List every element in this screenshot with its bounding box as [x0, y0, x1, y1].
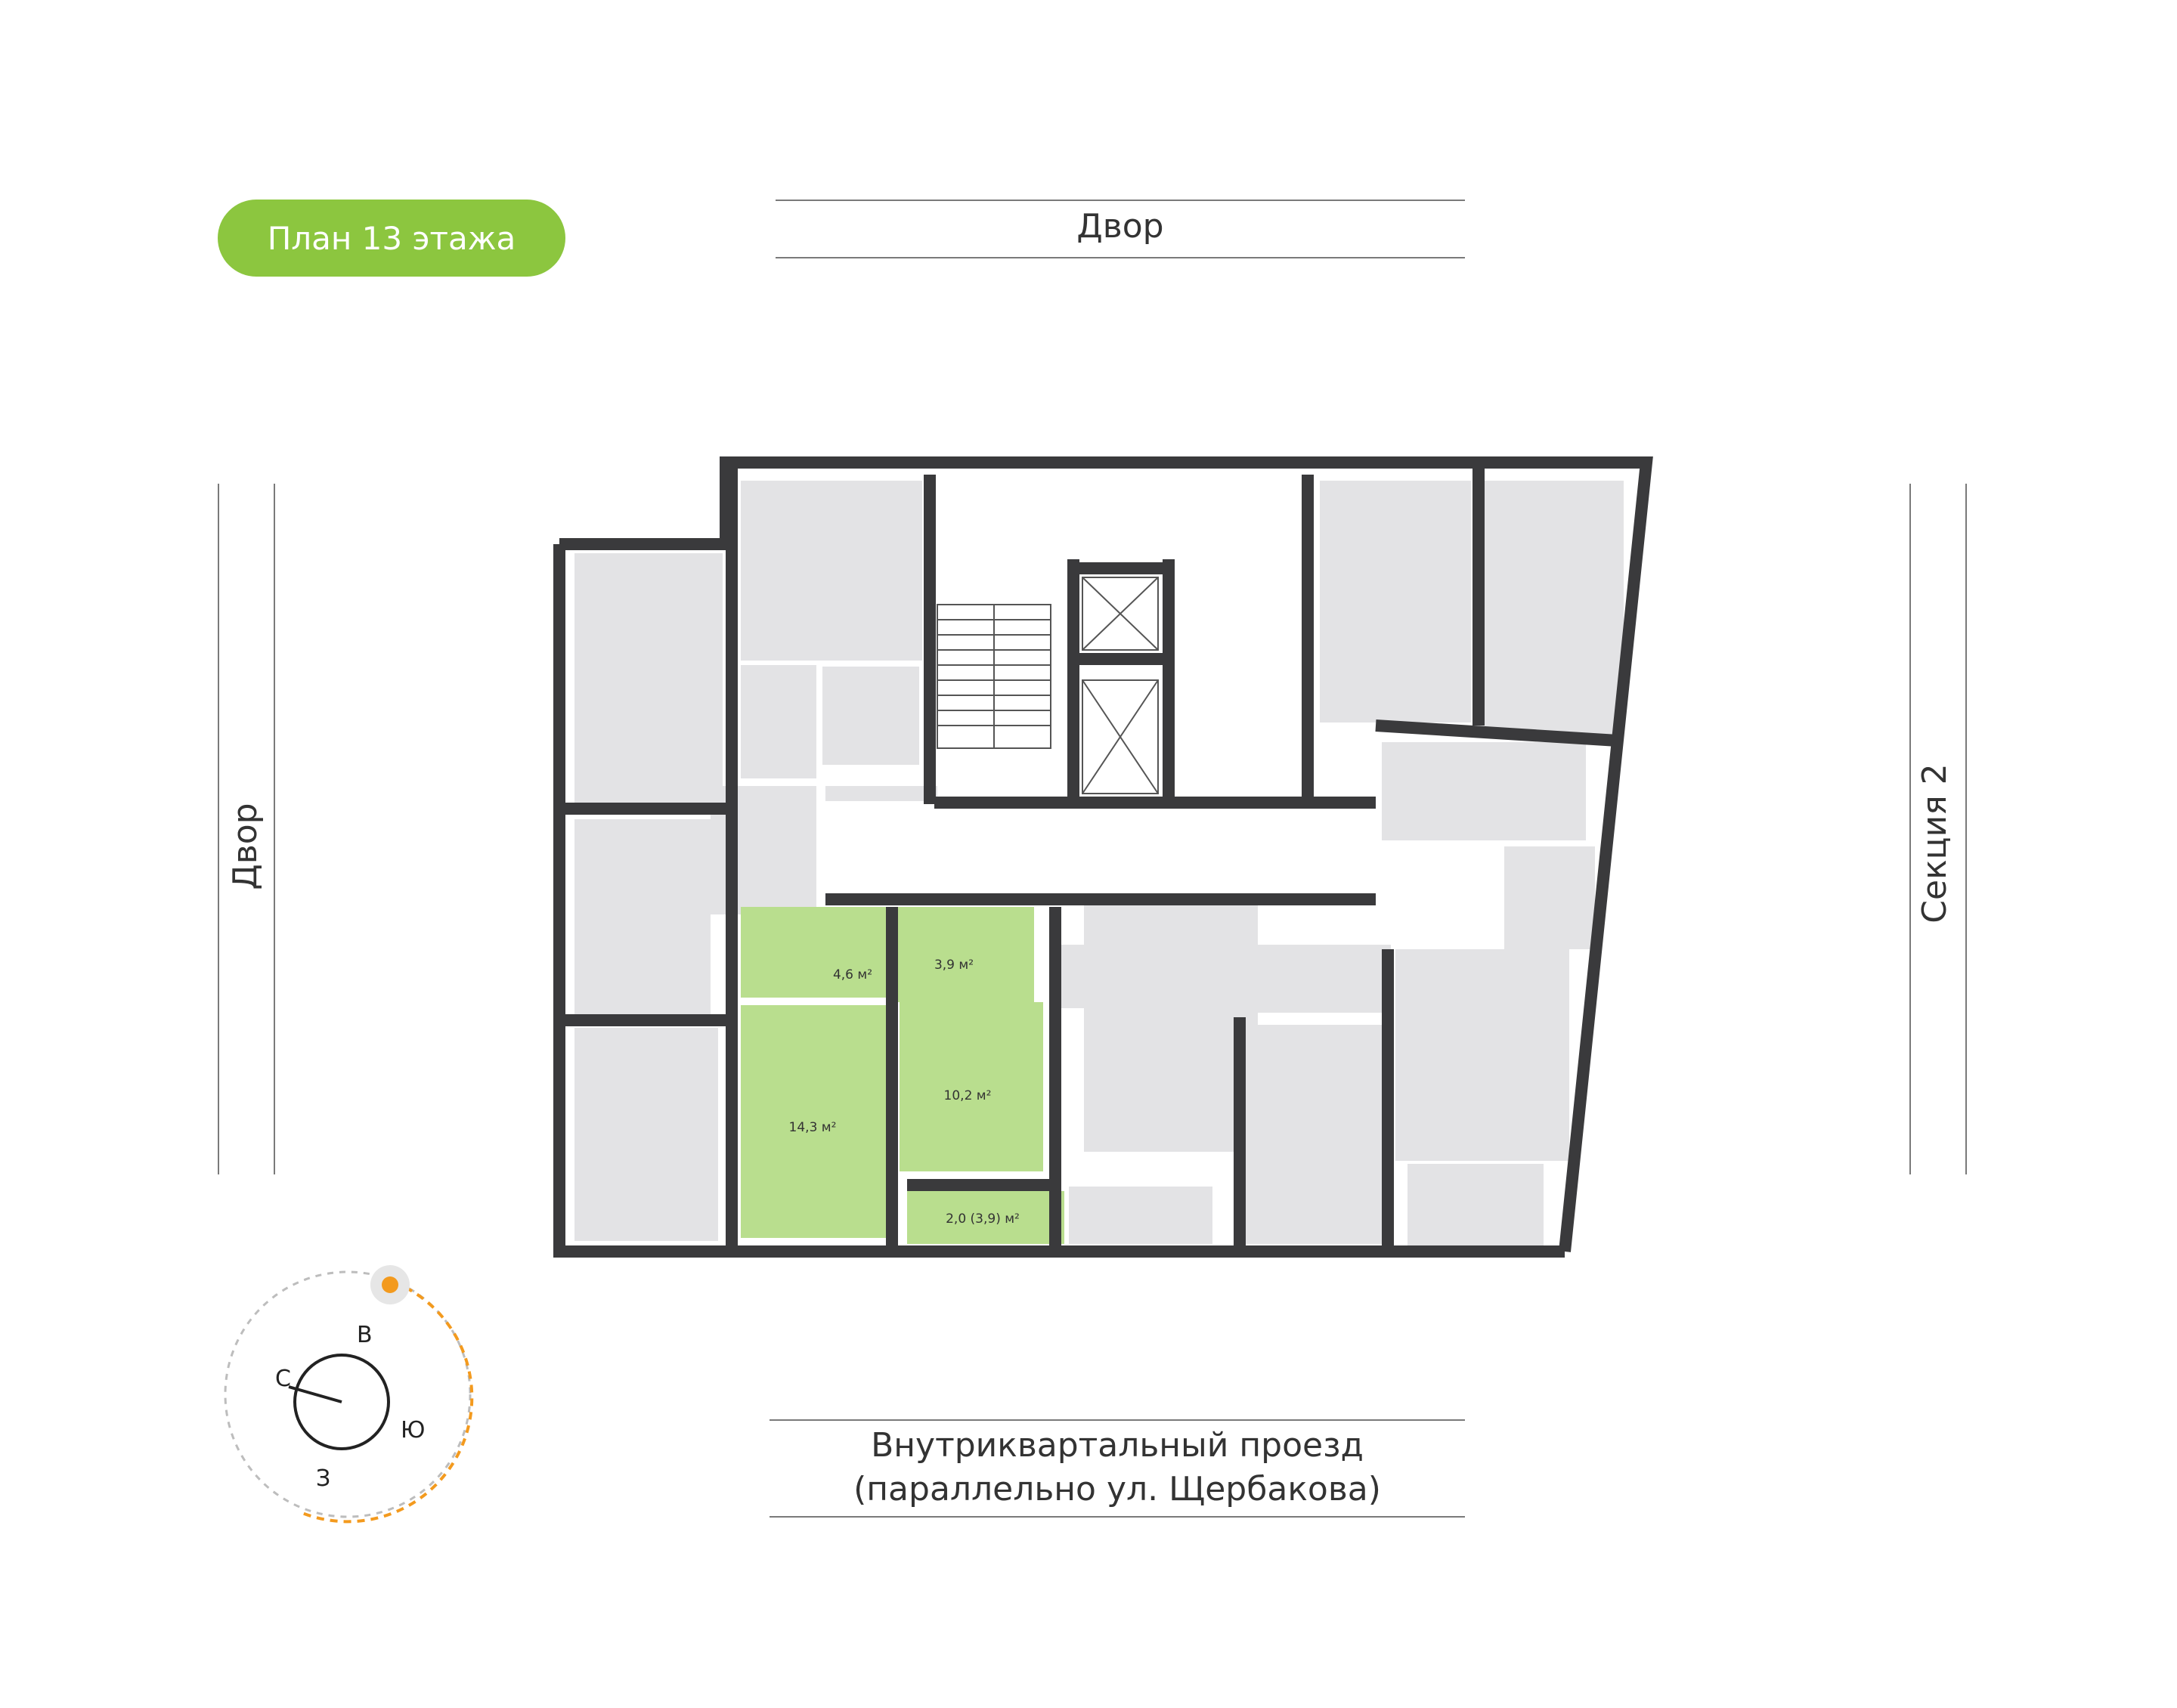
- compass: С В Ю З: [224, 1265, 474, 1524]
- bottom-rule-upper: [770, 1419, 1465, 1421]
- left-rule-outer: [218, 484, 219, 1174]
- sun-icon: [370, 1265, 410, 1304]
- floor-plan-badge: План 13 этажа: [218, 200, 565, 277]
- label-bottom-road-line2: (параллельно ул. Щербакова): [853, 1470, 1381, 1508]
- label-kitchen-area: 10,2 м²: [944, 1088, 992, 1103]
- compass-west: З: [316, 1465, 330, 1492]
- floor-plan-title: План 13 этажа: [267, 219, 516, 257]
- sun-path-orange: [302, 1280, 474, 1524]
- room-hall: [898, 907, 1034, 1002]
- compass-ring: [293, 1354, 390, 1450]
- right-rule-outer: [1965, 484, 1967, 1174]
- room-labels: 4,6 м² 3,9 м² 10,2 м² 14,3 м² 2,0 (3,9) …: [789, 958, 1020, 1227]
- label-bottom-road: Внутриквартальный проезд (параллельно ул…: [770, 1424, 1465, 1512]
- bottom-rule-lower: [770, 1516, 1465, 1518]
- top-rule-upper: [776, 200, 1465, 201]
- top-rule-lower: [776, 257, 1465, 258]
- compass-east: В: [357, 1322, 373, 1348]
- label-hall-area: 3,9 м²: [934, 958, 974, 973]
- label-balcony-area: 2,0 (3,9) м²: [946, 1211, 1020, 1227]
- room-bedroom: [741, 1005, 890, 1238]
- compass-south: Ю: [401, 1417, 425, 1443]
- compass-needle: [288, 1385, 342, 1403]
- elevators: [1082, 577, 1159, 794]
- sun-path-gray: [224, 1270, 472, 1518]
- label-bottom-road-line1: Внутриквартальный проезд: [871, 1426, 1364, 1465]
- label-bedroom-area: 14,3 м²: [789, 1120, 837, 1135]
- right-rule-inner: [1909, 484, 1911, 1174]
- staircase: [937, 604, 1051, 749]
- label-bathroom-area: 4,6 м²: [833, 967, 872, 982]
- room-bathroom: [741, 907, 898, 998]
- corridors: [822, 481, 1368, 895]
- highlighted-apartment: [741, 907, 1064, 1244]
- label-top-yard: Двор: [1076, 207, 1164, 246]
- room-kitchen: [900, 1002, 1043, 1171]
- walls: [553, 456, 1653, 1258]
- room-balcony: [907, 1191, 1064, 1244]
- compass-north: С: [275, 1366, 291, 1392]
- left-rule-inner: [274, 484, 275, 1174]
